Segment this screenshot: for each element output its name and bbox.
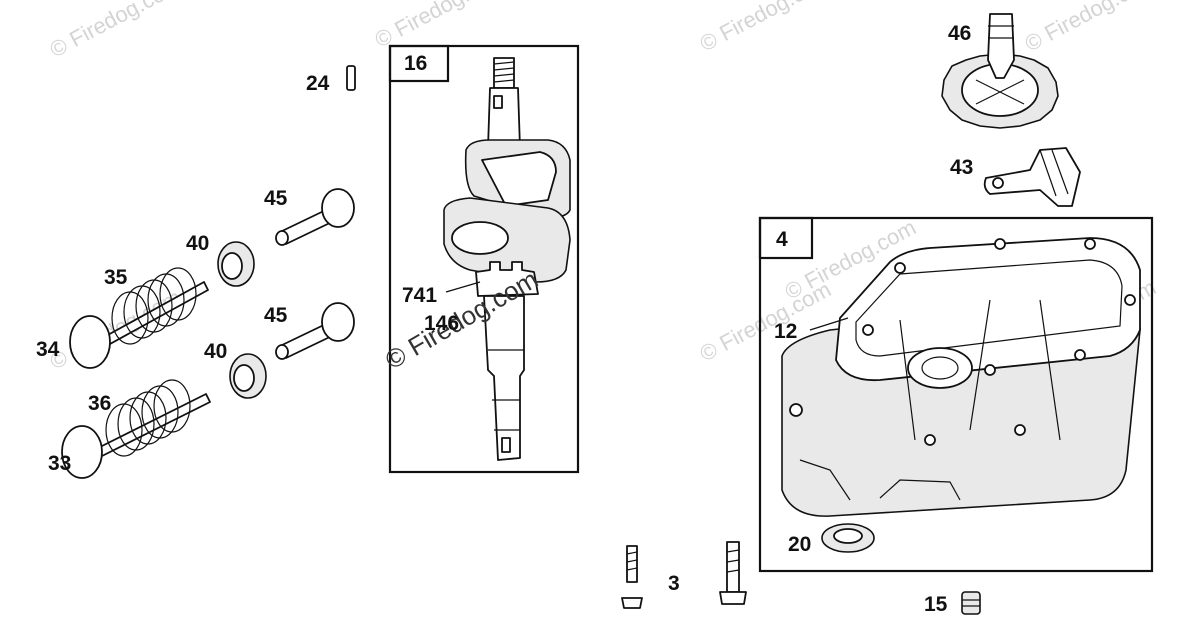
callout-741: 741 <box>402 284 437 307</box>
box-4-frame: 4 <box>758 216 1154 573</box>
bolt-long <box>719 541 747 605</box>
callout-45-upper: 45 <box>264 187 288 210</box>
bolt-short <box>621 545 643 609</box>
crankshaft <box>443 57 571 461</box>
callout-24: 24 <box>306 72 330 95</box>
valve-34-spring-35 <box>69 267 209 369</box>
box-16-number: 16 <box>404 52 427 75</box>
crankcase-cover <box>781 237 1141 517</box>
callout-36: 36 <box>88 392 111 415</box>
callout-34: 34 <box>36 338 60 361</box>
retainer-40-upper <box>217 241 255 287</box>
watermark-text: © Firedog.com <box>1021 0 1160 56</box>
leader-lines <box>445 281 849 331</box>
callout-46: 46 <box>948 22 971 45</box>
callout-40-lower: 40 <box>204 340 227 363</box>
callout-33: 33 <box>48 452 71 475</box>
bracket-43 <box>983 147 1081 207</box>
callout-43: 43 <box>950 156 973 179</box>
callout-40-upper: 40 <box>186 232 209 255</box>
watermark-text: © Firedog.com <box>371 0 510 52</box>
callout-partial: 3 <box>668 572 680 595</box>
watermark-text: © Firedog.com <box>696 0 835 56</box>
watermark-text: © Firedog.com <box>46 284 185 374</box>
callout-45-lower: 45 <box>264 304 288 327</box>
watermark-text: © Firedog.com <box>46 0 185 62</box>
callout-12: 12 <box>774 320 797 343</box>
valve-33-spring-36 <box>61 379 211 479</box>
retainer-40-lower <box>229 353 267 399</box>
callout-20: 20 <box>788 533 811 556</box>
callout-146: 146 <box>424 312 459 335</box>
callout-15: 15 <box>924 593 948 616</box>
tappet-45-upper <box>275 188 355 246</box>
oil-seal-20 <box>821 523 875 553</box>
box-16-frame: 16 <box>388 44 580 474</box>
governor-gear-46 <box>941 13 1059 129</box>
callouts: 24 45 40 35 45 34 40 36 33 741 146 46 43… <box>36 22 973 616</box>
key-24 <box>346 65 356 91</box>
callout-35: 35 <box>104 266 128 289</box>
tappet-45-lower <box>275 302 355 360</box>
plug-15 <box>961 591 981 615</box>
box-4-number: 4 <box>776 228 788 251</box>
